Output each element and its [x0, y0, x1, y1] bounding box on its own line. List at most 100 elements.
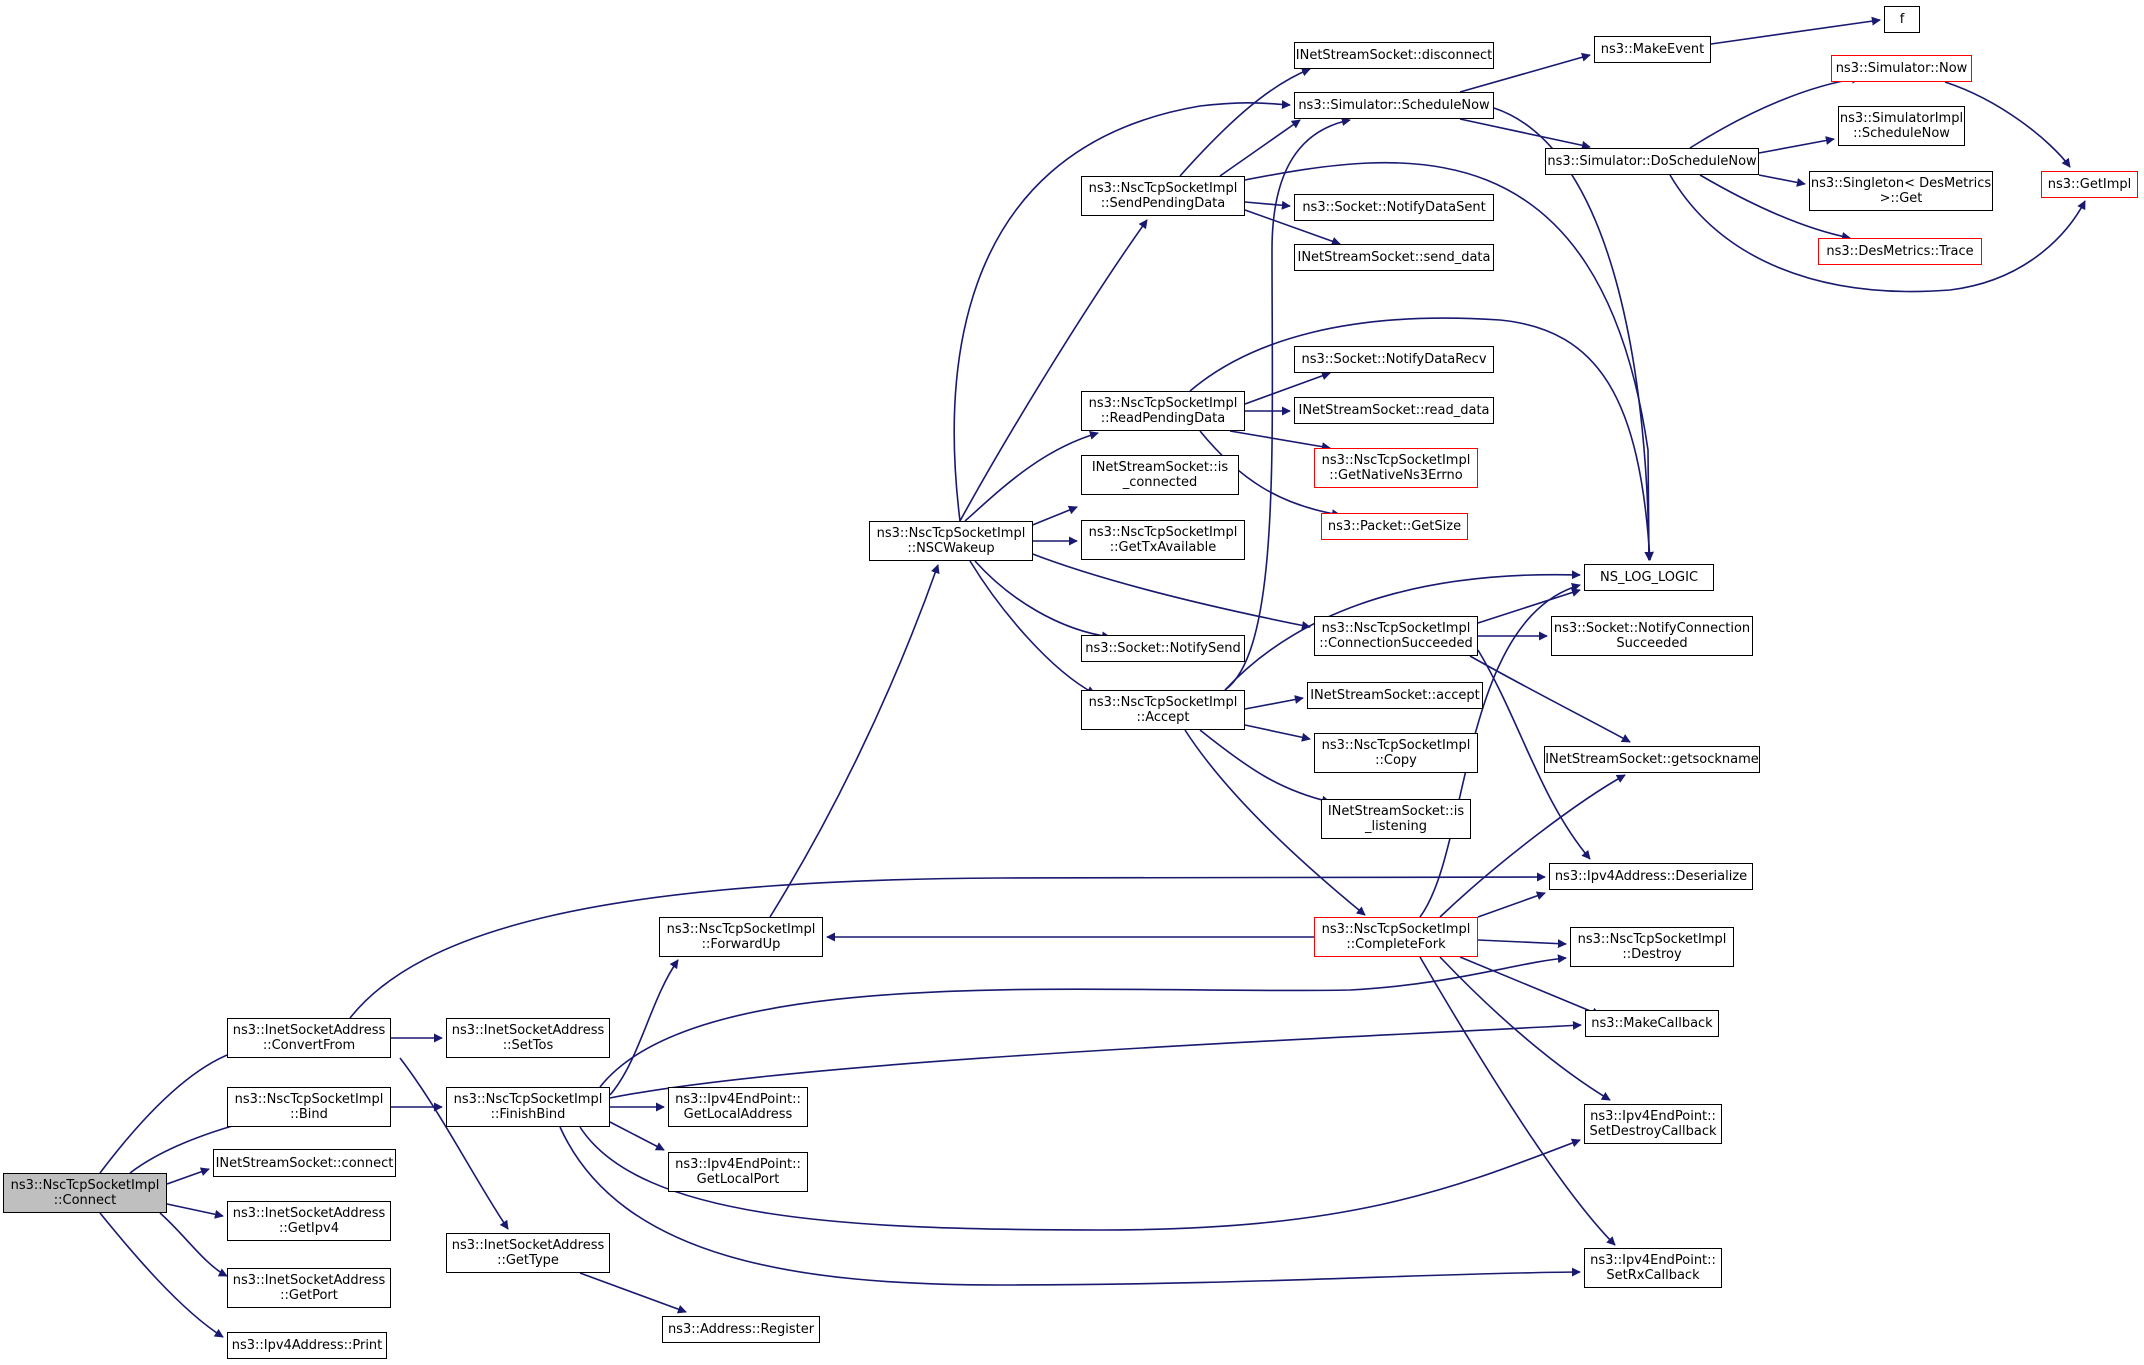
edge-nscwakeup-accept [969, 560, 1096, 695]
node-convertfrom[interactable]: ns3::InetSocketAddress::ConvertFrom [227, 1018, 391, 1058]
node-getsockname[interactable]: INetStreamSocket::getsockname [1544, 746, 1760, 773]
edge-completefork-makecallback [1459, 956, 1601, 1017]
node-forwardup[interactable]: ns3::NscTcpSocketImpl::ForwardUp [659, 917, 823, 957]
node-desmetrics-trace[interactable]: ns3::DesMetrics::Trace [1818, 238, 1982, 265]
edge-connect-convertfrom [99, 1049, 239, 1174]
node-makecallback[interactable]: ns3::MakeCallback [1585, 1010, 1719, 1037]
node-register[interactable]: ns3::Address::Register [662, 1316, 820, 1343]
node-bind[interactable]: ns3::NscTcpSocketImpl::Bind [227, 1087, 391, 1127]
edge-nscwakeup-notifysend [974, 560, 1111, 641]
node-ipv4print[interactable]: ns3::Ipv4Address::Print [227, 1332, 387, 1359]
node-deserialize[interactable]: ns3::Ipv4Address::Deserialize [1549, 863, 1753, 890]
node-connectionsucceeded[interactable]: ns3::NscTcpSocketImpl::ConnectionSucceed… [1314, 616, 1478, 656]
node-readdata[interactable]: INetStreamSocket::read_data [1294, 397, 1494, 424]
edge-completefork-destroy [1477, 939, 1567, 949]
node-connect[interactable]: ns3::NscTcpSocketImpl::Connect [3, 1173, 167, 1213]
edge-nscwakeup-schedulenow [953, 100, 1291, 522]
edge-completefork-getsockname [1439, 774, 1626, 918]
node-accept[interactable]: ns3::NscTcpSocketImpl::Accept [1081, 690, 1245, 730]
node-notifydatarecv[interactable]: ns3::Socket::NotifyDataRecv [1294, 346, 1494, 373]
node-completefork[interactable]: ns3::NscTcpSocketImpl::CompleteFork [1314, 917, 1478, 957]
edge-schedulenow-doschedulenow [1459, 118, 1591, 150]
edge-connsucceeded-deserialize [1477, 649, 1591, 860]
node-notifysend[interactable]: ns3::Socket::NotifySend [1081, 635, 1245, 662]
node-inet-connect[interactable]: INetStreamSocket::connect [213, 1149, 396, 1177]
node-packet-getsize[interactable]: ns3::Packet::GetSize [1321, 513, 1468, 540]
edge-nscwakeup-connsucceeded [1029, 552, 1311, 630]
edge-connect-getport [159, 1212, 228, 1277]
edge-completefork-setrxcb [1419, 956, 1616, 1246]
node-disconnect[interactable]: INetStreamSocket::disconnect [1294, 42, 1494, 69]
node-senddata[interactable]: INetStreamSocket::send_data [1294, 244, 1494, 271]
edge-completefork-deserialize [1477, 891, 1546, 918]
edge-connect-ipv4print [99, 1212, 224, 1338]
edge-convertfrom-gettype [399, 1057, 509, 1230]
edge-sendpending-schedulenow [1219, 119, 1301, 177]
edge-connect-getipv4 [166, 1203, 224, 1219]
node-notifydatasent[interactable]: ns3::Socket::NotifyDataSent [1294, 194, 1494, 221]
node-getipv4[interactable]: ns3::InetSocketAddress::GetIpv4 [227, 1201, 391, 1241]
node-simulator-now[interactable]: ns3::Simulator::Now [1831, 55, 1972, 82]
edge-simnow-getimpl [1944, 81, 2071, 168]
edge-accept-schedulenow [1224, 117, 1351, 691]
edge-readpending-nslog [1189, 317, 1654, 561]
node-gettxavailable[interactable]: ns3::NscTcpSocketImpl::GetTxAvailable [1081, 520, 1245, 560]
edge-sendpending-nslog [1244, 161, 1654, 561]
edge-doschedulenow-simimplschedulenow [1758, 136, 1835, 154]
edge-readpending-packetgetsize [1199, 430, 1341, 519]
node-isconnected[interactable]: INetStreamSocket::is_connected [1081, 455, 1239, 495]
node-inet-accept[interactable]: INetStreamSocket::accept [1307, 682, 1483, 709]
edge-schedulenow-nslog [1493, 107, 1654, 561]
node-getlocalport[interactable]: ns3::Ipv4EndPoint::GetLocalPort [668, 1152, 808, 1192]
edge-nscwakeup-isconnected [1029, 505, 1078, 527]
edge-finishbind-getlocalport [609, 1121, 665, 1151]
edge-sendpending-senddata [1244, 209, 1341, 246]
edge-accept-islistening [1199, 729, 1331, 805]
edge-doschedulenow-getimpl [1669, 174, 2086, 293]
node-finishbind[interactable]: ns3::NscTcpSocketImpl::FinishBind [446, 1087, 610, 1127]
node-f[interactable]: f [1884, 6, 1920, 33]
node-doschedulenow[interactable]: ns3::Simulator::DoScheduleNow [1545, 148, 1759, 175]
edge-finishbind-setrxcb [559, 1126, 1581, 1286]
edge-connsucceeded-getsockname [1469, 655, 1631, 743]
node-gettype[interactable]: ns3::InetSocketAddress::GetType [446, 1233, 610, 1273]
node-getnativens3errno[interactable]: ns3::NscTcpSocketImpl::GetNativeNs3Errno [1314, 448, 1478, 488]
node-getport[interactable]: ns3::InetSocketAddress::GetPort [227, 1268, 391, 1308]
node-readpendingdata[interactable]: ns3::NscTcpSocketImpl::ReadPendingData [1081, 391, 1245, 431]
edge-doschedulenow-desmetricstrace [1699, 174, 1851, 241]
node-destroy[interactable]: ns3::NscTcpSocketImpl::Destroy [1570, 927, 1734, 967]
node-makeevent[interactable]: ns3::MakeEvent [1594, 36, 1711, 63]
edge-sendpending-notifydatasent [1244, 200, 1291, 210]
node-setdestroycallback[interactable]: ns3::Ipv4EndPoint::SetDestroyCallback [1584, 1104, 1722, 1144]
edge-readpending-notifydatarecv [1244, 371, 1331, 405]
edge-sendpending-disconnect [1179, 67, 1311, 177]
edge-accept-inet_accept [1244, 695, 1304, 710]
node-sendpendingdata[interactable]: ns3::NscTcpSocketImpl::SendPendingData [1081, 176, 1245, 216]
edge-finishbind-forwardup [609, 959, 679, 1096]
node-singleton-get[interactable]: ns3::Singleton< DesMetrics >::Get [1809, 171, 1993, 211]
node-getimpl[interactable]: ns3::GetImpl [2041, 171, 2138, 198]
edge-forwardup-nscwakeup [769, 564, 940, 918]
edge-finishbind-destroy [599, 954, 1567, 1088]
edge-doschedulenow-simnow [1689, 74, 1861, 149]
node-simulator-schedulenow[interactable]: ns3::Simulator::ScheduleNow [1294, 92, 1494, 119]
edge-connect-inet_connect [166, 1167, 210, 1185]
node-settos[interactable]: ns3::InetSocketAddress::SetTos [446, 1018, 610, 1058]
edge-gettype-register [579, 1272, 687, 1314]
node-islistening[interactable]: INetStreamSocket::is_listening [1321, 799, 1471, 839]
edge-nscwakeup-readpending [964, 430, 1099, 522]
node-ns-log-logic[interactable]: NS_LOG_LOGIC [1584, 564, 1714, 591]
edge-nscwakeup-sendpending [959, 219, 1148, 522]
edge-finishbind-setdestroycb [579, 1126, 1581, 1231]
node-nscwakeup[interactable]: ns3::NscTcpSocketImpl::NSCWakeup [869, 521, 1033, 561]
node-getlocaladdress[interactable]: ns3::Ipv4EndPoint::GetLocalAddress [668, 1087, 808, 1127]
node-setrxcallback[interactable]: ns3::Ipv4EndPoint::SetRxCallback [1584, 1248, 1722, 1288]
edge-makeevent-f [1710, 16, 1881, 45]
edge-schedulenow-makeevent [1459, 52, 1591, 93]
node-copy[interactable]: ns3::NscTcpSocketImpl::Copy [1314, 733, 1478, 773]
node-simulatorimpl-schedulenow[interactable]: ns3::SimulatorImpl::ScheduleNow [1838, 106, 1965, 146]
edge-accept-completefork [1184, 729, 1366, 916]
edge-readpending-getnativeerrno [1229, 430, 1331, 452]
